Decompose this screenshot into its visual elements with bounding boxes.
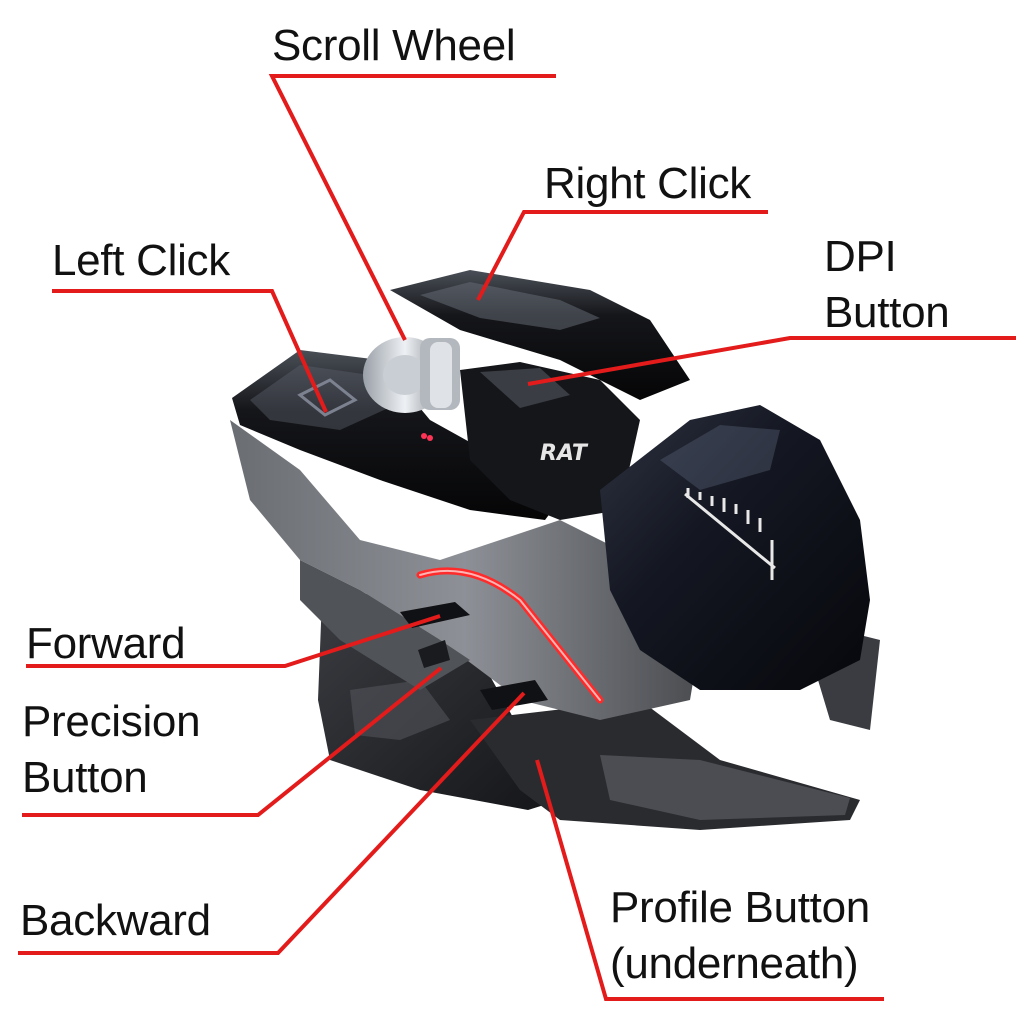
label-dpi-button: DPI Button [824,232,950,337]
dpi-area [460,362,640,520]
palm-rest [600,405,870,690]
label-forward: Forward [26,619,186,668]
leader-right-click [476,210,768,301]
leader-backward [18,691,526,955]
leader-left-click [52,289,328,413]
left-click-shell [232,350,560,520]
label-backward: Backward [20,896,211,945]
label-right-click: Right Click [544,159,751,208]
label-scroll-wheel: Scroll Wheel [272,21,516,70]
label-precision-button: Precision Button [22,697,201,802]
leader-forward [26,614,441,668]
leader-scroll-wheel [268,74,556,341]
precision-button-shape [418,640,450,668]
leader-profile-button [535,759,884,1001]
leader-precision-button [22,666,443,817]
label-left-click: Left Click [52,236,230,285]
label-profile-button: Profile Button (underneath) [610,883,870,988]
logo-text: RAT [540,441,589,466]
palm-rest-pattern [684,488,776,580]
backward-button-shape [480,680,548,710]
leader-dpi-button [527,336,1016,386]
